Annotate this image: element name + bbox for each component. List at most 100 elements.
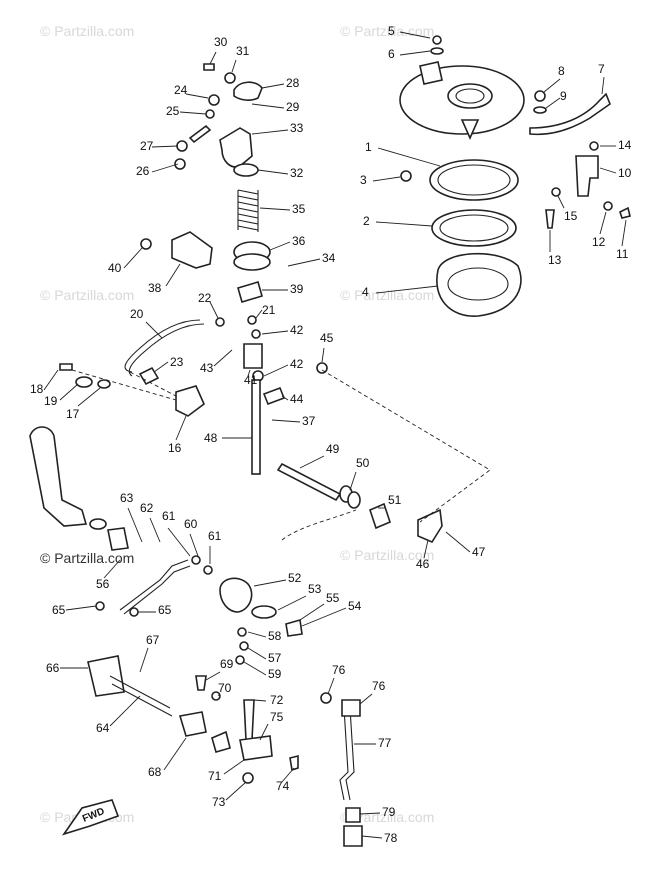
callout-number-76: 76 — [372, 679, 386, 693]
callout-leader-line — [59, 383, 79, 401]
alignment-lines — [71, 369, 491, 541]
callout-number-5: 5 — [388, 24, 395, 38]
callout-number-24: 24 — [174, 83, 188, 97]
callout-number-17: 17 — [66, 407, 80, 421]
callout-number-10: 10 — [618, 166, 632, 180]
callout-leader-line — [189, 533, 199, 557]
callout-leader-line — [217, 694, 221, 697]
callout-number-33: 33 — [290, 121, 304, 135]
callout-number-42: 42 — [290, 323, 304, 337]
callout-leader-line — [375, 221, 433, 227]
callout-leader-line — [327, 677, 335, 695]
callout-number-1: 1 — [365, 140, 372, 154]
callout-number-39: 39 — [290, 282, 304, 296]
callout-leader-line — [301, 607, 347, 627]
callout-number-56: 56 — [96, 577, 110, 591]
callout-leader-line — [247, 647, 267, 660]
callout-number-23: 23 — [170, 355, 184, 369]
callout-leader-line — [205, 671, 221, 681]
callout-leader-line — [321, 347, 325, 363]
callout-leader-line — [247, 369, 251, 377]
callout-leader-line — [259, 207, 291, 211]
callout-number-61: 61 — [162, 509, 176, 523]
callout-number-11: 11 — [616, 247, 629, 261]
callout-leader-line — [543, 78, 561, 93]
callout-leader-line — [253, 579, 287, 587]
watermark: © Partzilla.com — [340, 547, 434, 563]
callout-number-22: 22 — [198, 291, 212, 305]
callout-number-9: 9 — [560, 89, 567, 103]
callout-leader-line — [127, 507, 143, 543]
callout-leader-line — [271, 419, 301, 423]
callout-number-53: 53 — [308, 582, 322, 596]
callout-number-6: 6 — [388, 47, 395, 61]
callout-number-19: 19 — [44, 394, 58, 408]
callout-number-75: 75 — [270, 710, 284, 724]
watermark: © Partzilla.com — [340, 809, 434, 825]
callout-leader-line — [123, 247, 143, 269]
callout-number-66: 66 — [46, 661, 60, 675]
callout-leader-line — [165, 263, 181, 287]
callout-leader-line — [43, 369, 59, 391]
callout-leader-line — [179, 111, 207, 115]
watermark-dark: © Partzilla.com — [40, 550, 134, 566]
callout-number-18: 18 — [30, 382, 44, 396]
callout-leader-line — [153, 361, 169, 373]
callout-number-59: 59 — [268, 667, 282, 681]
callout-leader-line — [247, 631, 267, 638]
callout-leader-line — [399, 50, 431, 56]
callout-number-3: 3 — [360, 173, 367, 187]
callout-leader-line — [255, 309, 263, 319]
callout-number-36: 36 — [292, 234, 306, 248]
callout-leader-line — [621, 219, 627, 247]
callout-number-64: 64 — [96, 721, 110, 735]
callout-number-35: 35 — [292, 202, 306, 216]
callout-leader-line — [253, 699, 267, 702]
callout-number-13: 13 — [548, 253, 562, 267]
callout-number-32: 32 — [290, 166, 304, 180]
callout-leader-line — [299, 603, 325, 621]
watermark: © Partzilla.com — [40, 287, 134, 303]
callout-number-41: 41 — [244, 373, 258, 387]
callout-number-44: 44 — [290, 392, 304, 406]
callout-number-27: 27 — [140, 139, 154, 153]
callout-number-29: 29 — [286, 100, 300, 114]
callout-number-69: 69 — [220, 657, 234, 671]
callout-leader-line — [103, 559, 121, 579]
callout-leader-line — [261, 83, 285, 89]
callout-leader-line — [601, 76, 605, 95]
watermark: © Partzilla.com — [340, 287, 434, 303]
callout-number-16: 16 — [168, 441, 182, 455]
callout-number-57: 57 — [268, 651, 282, 665]
callout-leader-line — [445, 531, 471, 553]
callout-number-8: 8 — [558, 64, 565, 78]
callout-number-37: 37 — [302, 414, 316, 428]
callout-leader-line — [151, 145, 179, 148]
watermark: © Partzilla.com — [340, 23, 434, 39]
callout-leader-line — [377, 147, 441, 167]
callout-number-47: 47 — [472, 545, 486, 559]
callout-number-68: 68 — [148, 765, 162, 779]
callout-number-79: 79 — [382, 805, 396, 819]
callout-number-30: 30 — [214, 35, 228, 49]
callout-leader-line — [359, 693, 373, 705]
callout-leader-line — [209, 51, 217, 65]
callout-number-25: 25 — [166, 104, 180, 118]
callout-number-21: 21 — [262, 303, 276, 317]
callout-leader-line — [261, 330, 289, 335]
callout-leader-line — [263, 364, 289, 377]
callout-number-38: 38 — [148, 281, 162, 295]
callout-leader-line — [399, 31, 431, 39]
callout-number-43: 43 — [200, 361, 214, 375]
callout-leader-line — [185, 93, 209, 99]
callout-leader-line — [231, 59, 237, 73]
callout-leader-line — [349, 471, 357, 491]
callout-number-26: 26 — [136, 164, 150, 178]
callout-number-67: 67 — [146, 633, 160, 647]
callout-leader-line — [269, 241, 291, 251]
callout-number-34: 34 — [322, 251, 336, 265]
callout-leader-line — [299, 455, 325, 469]
callout-number-78: 78 — [384, 831, 398, 845]
callout-leader-line — [375, 285, 439, 294]
